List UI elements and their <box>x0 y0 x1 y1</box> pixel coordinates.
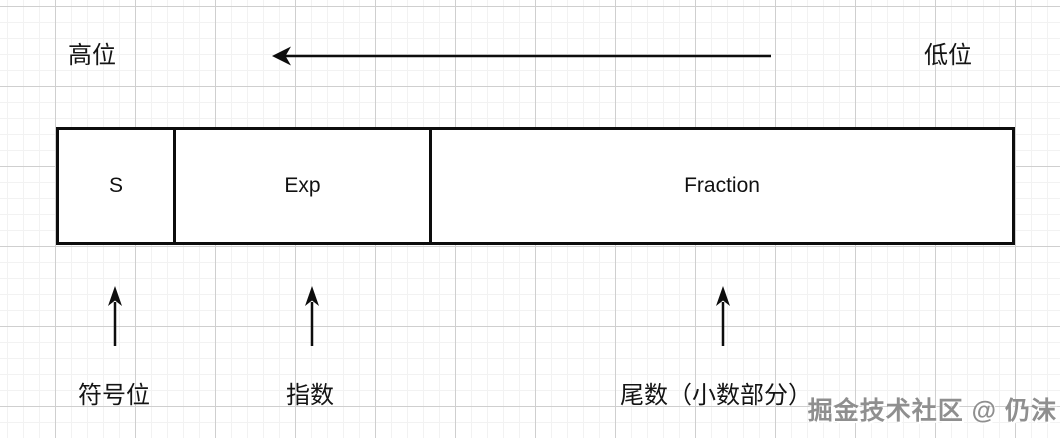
fraction-annotation: 尾数（小数部分） <box>620 382 812 409</box>
arrow-left-icon <box>268 43 773 69</box>
arrow-up-icon <box>712 285 734 347</box>
field-sign: S <box>59 130 176 242</box>
field-fraction: Fraction <box>432 130 1012 242</box>
watermark: 掘金技术社区 @ 仍沫 <box>807 397 1057 425</box>
arrow-up-icon <box>301 285 323 347</box>
field-fraction-label: Fraction <box>684 174 760 197</box>
field-exponent: Exp <box>176 130 432 242</box>
field-exponent-label: Exp <box>284 174 321 197</box>
exponent-annotation: 指数 <box>286 382 334 409</box>
low-bits-label: 低位 <box>924 42 972 69</box>
field-sign-label: S <box>108 174 123 197</box>
float-format-box: S Exp Fraction <box>56 127 1015 245</box>
sign-annotation: 符号位 <box>78 382 150 409</box>
arrow-up-icon <box>104 285 126 347</box>
high-bits-label: 高位 <box>68 42 116 69</box>
